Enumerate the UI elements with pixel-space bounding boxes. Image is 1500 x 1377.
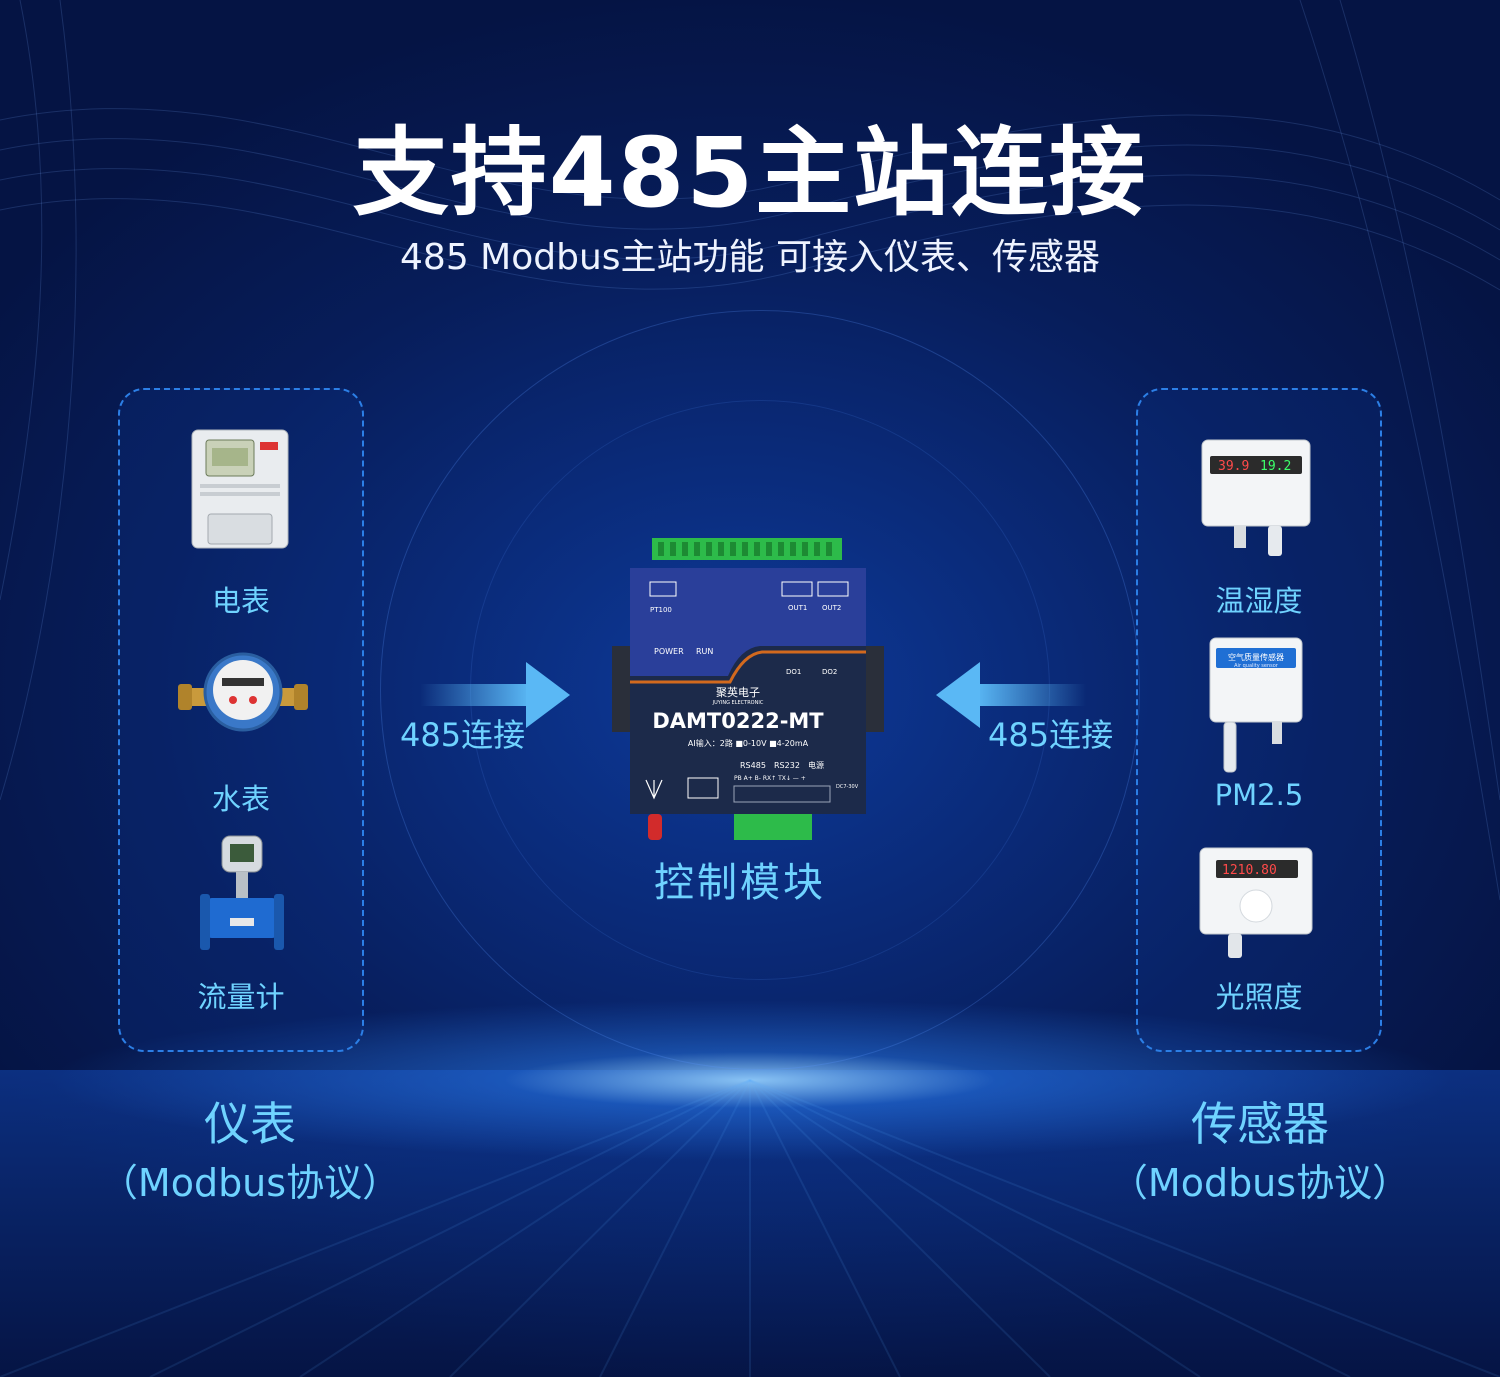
connection-label-right: 485连接 — [988, 716, 1114, 754]
flow-meter-icon — [200, 835, 284, 950]
temp-humidity-sensor-icon: 39.9 19.2 — [1201, 439, 1311, 556]
light-sensor-icon: 1210.80 — [1199, 847, 1313, 958]
device-label-water-meter: 水表 — [211, 782, 270, 816]
sensors-protocol: （Modbus协议） — [1109, 1161, 1411, 1205]
sensors-title: 传感器 — [1191, 1097, 1329, 1151]
svg-text:RS232: RS232 — [774, 761, 800, 770]
module-label: 控制模块 — [654, 860, 826, 906]
svg-text:OUT1: OUT1 — [788, 604, 807, 612]
svg-text:OUT2: OUT2 — [822, 604, 841, 612]
page-title: 支持485主站连接 — [352, 117, 1148, 229]
device-label-pm25: PM2.5 — [1214, 778, 1304, 812]
svg-text:电源: 电源 — [808, 760, 824, 770]
instruments-title: 仪表 — [204, 1097, 296, 1151]
arrow-right-icon — [420, 662, 570, 728]
instruments-protocol: （Modbus协议） — [99, 1161, 401, 1205]
svg-text:PB A+ B- RX↑ TX↓ — +: PB A+ B- RX↑ TX↓ — + — [734, 775, 806, 782]
page-subtitle: 485 Modbus主站功能 可接入仪表、传感器 — [400, 237, 1100, 278]
svg-text:19.2: 19.2 — [1260, 459, 1291, 474]
svg-text:聚英电子: 聚英电子 — [716, 685, 760, 699]
svg-text:DC7-30V: DC7-30V — [836, 784, 859, 790]
device-label-temp-humidity: 温湿度 — [1215, 584, 1303, 618]
connection-label-left: 485连接 — [400, 716, 526, 754]
svg-text:1210.80: 1210.80 — [1222, 863, 1277, 878]
water-meter-icon — [178, 652, 308, 732]
svg-text:PT100: PT100 — [650, 606, 672, 614]
svg-text:AI输入：2路 ■0-10V ■4-20mA: AI输入：2路 ■0-10V ■4-20mA — [688, 738, 809, 748]
outer-ring — [380, 310, 1140, 1070]
svg-text:RS485: RS485 — [740, 761, 766, 770]
svg-text:Air quality sensor: Air quality sensor — [1234, 663, 1279, 669]
arrow-left-icon — [936, 662, 1086, 728]
svg-text:39.9: 39.9 — [1218, 459, 1249, 474]
svg-text:RUN: RUN — [696, 647, 713, 656]
svg-text:JUYING ELECTRONIC: JUYING ELECTRONIC — [712, 700, 764, 706]
device-label-flow-meter: 流量计 — [197, 980, 285, 1014]
air-quality-sensor-icon: 空气质量传感器 Air quality sensor — [1209, 637, 1303, 773]
device-label-light-sensor: 光照度 — [1215, 980, 1303, 1014]
svg-text:DO2: DO2 — [822, 668, 837, 676]
svg-text:DO1: DO1 — [786, 668, 801, 676]
svg-text:POWER: POWER — [654, 647, 684, 656]
control-module-device: PT100 OUT1 OUT2 POWER RUN DO1 DO2 聚英电子 J… — [612, 538, 884, 840]
svg-text:空气质量传感器: 空气质量传感器 — [1228, 652, 1284, 662]
svg-text:DAMT0222-MT: DAMT0222-MT — [652, 709, 824, 733]
device-label-electric-meter: 电表 — [211, 584, 270, 618]
electric-meter-icon — [191, 429, 289, 549]
